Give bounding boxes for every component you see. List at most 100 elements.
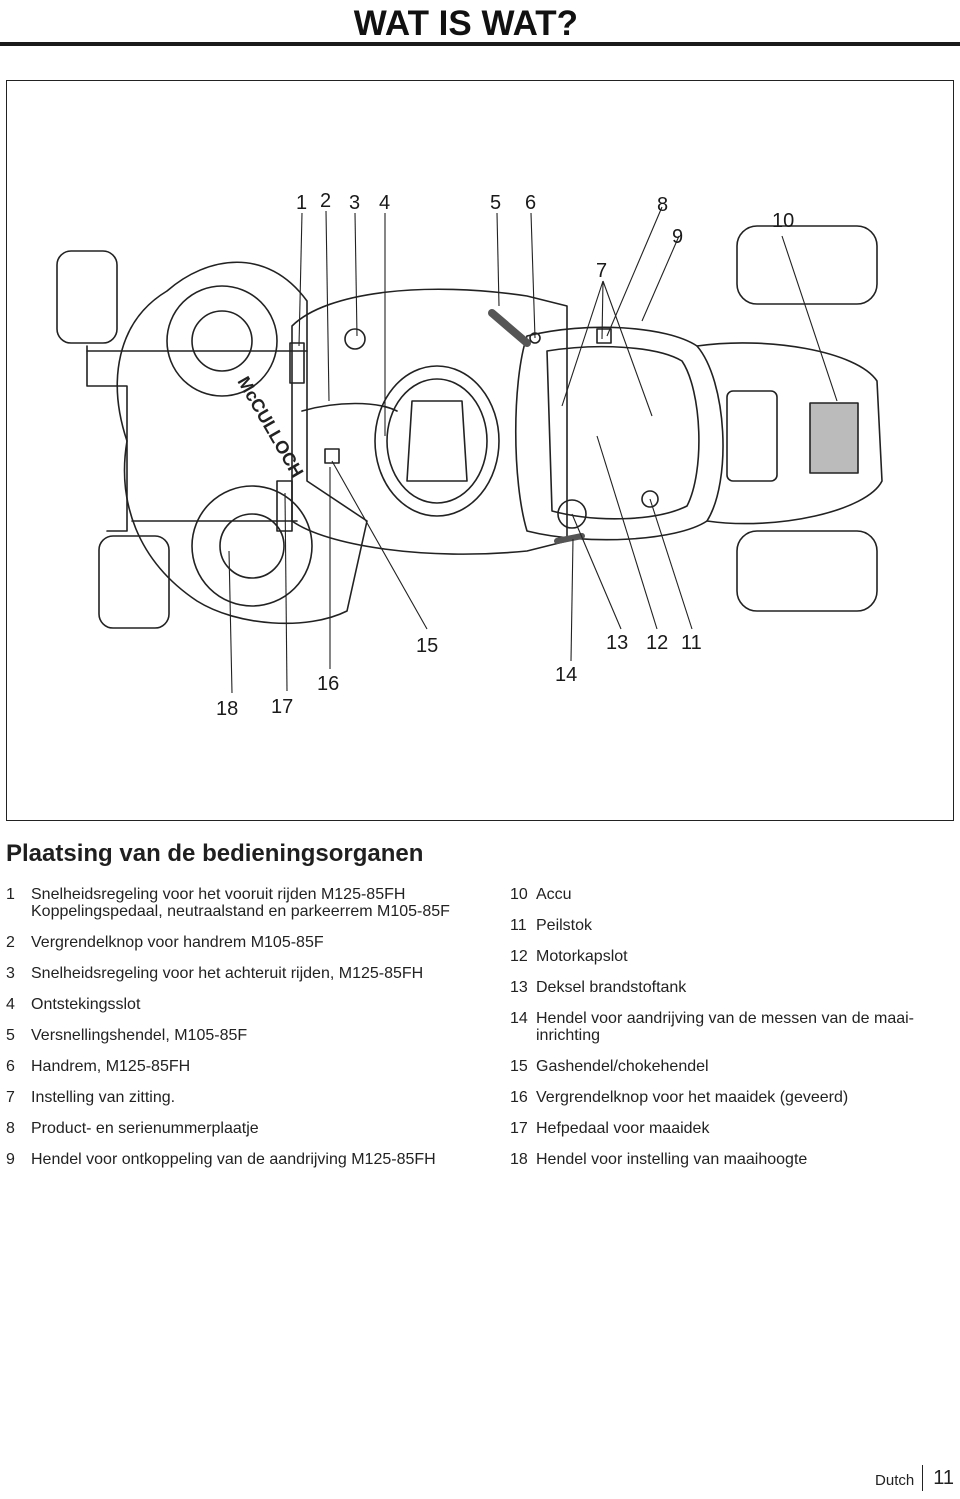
mower-diagram-figure: McCULLOCH 1 2 3 4 5 6 7 8 9 10 11 12 13 … bbox=[6, 80, 954, 821]
legend-right-column: 10 Accu 11 Peilstok 12 Motorkapslot 13 Dekse… bbox=[510, 886, 950, 1182]
legend-number: 2 bbox=[6, 934, 15, 951]
legend-text: Hefpedaal voor maaidek bbox=[536, 1120, 710, 1137]
mower-top-view-drawing: McCULLOCH 1 2 3 4 5 6 7 8 9 10 11 12 13 … bbox=[56, 190, 883, 720]
steering-hub bbox=[406, 400, 468, 482]
legend-item-10: 10 Accu bbox=[510, 886, 950, 903]
legend-text: Snelheidsregeling voor het vooruit rijde… bbox=[31, 886, 450, 920]
blade-housing-top bbox=[166, 285, 278, 397]
legend-text: Versnellingshendel, M105-85F bbox=[31, 1027, 248, 1044]
legend-item-8: 8 Product- en serienummerplaatje bbox=[6, 1120, 466, 1137]
chassis-contour bbox=[301, 402, 398, 412]
rear-grille bbox=[726, 390, 778, 482]
legend-text: Snelheidsregeling voor het achteruit rij… bbox=[31, 965, 424, 982]
callout-7: 7 bbox=[596, 260, 607, 282]
steering-wheel bbox=[374, 365, 500, 517]
legend-number: 15 bbox=[510, 1058, 528, 1075]
legend-number: 8 bbox=[6, 1120, 15, 1137]
legend-text: Handrem, M125-85FH bbox=[31, 1058, 191, 1075]
legend-number: 4 bbox=[6, 996, 15, 1013]
battery-plate bbox=[809, 402, 859, 474]
front-wheel-top bbox=[56, 250, 118, 344]
throttle-lever bbox=[324, 448, 340, 464]
callout-10: 10 bbox=[772, 210, 794, 232]
brand-logo: McCULLOCH bbox=[234, 373, 308, 481]
legend-item-1: 1 Snelheidsregeling voor het vooruit rijd… bbox=[6, 886, 466, 920]
legend-text: Vergrendelknop voor handrem M105-85F bbox=[31, 934, 324, 951]
callout-11: 11 bbox=[681, 632, 702, 654]
steering-wheel-inner bbox=[386, 378, 488, 504]
page-footer: Dutch 11 bbox=[875, 1465, 954, 1491]
legend-number: 12 bbox=[510, 948, 528, 965]
legend-item-11: 11 Peilstok bbox=[510, 917, 950, 934]
callout-6: 6 bbox=[525, 192, 536, 214]
callout-9: 9 bbox=[672, 226, 683, 248]
legend-item-16: 16 Vergrendelknop voor het maaidek (gevee… bbox=[510, 1089, 950, 1106]
page-header: WAT IS WAT? bbox=[0, 0, 960, 46]
speed-pedal-forward bbox=[289, 342, 305, 384]
chassis-body bbox=[291, 288, 568, 555]
legend-text: Motorkapslot bbox=[536, 948, 628, 965]
legend-number: 11 bbox=[510, 917, 527, 934]
legend-text: Accu bbox=[536, 886, 572, 903]
legend-text: Peilstok bbox=[536, 917, 593, 934]
callout-18: 18 bbox=[216, 698, 238, 720]
legend-item-14: 14 Hendel voor aandrijving van de messen … bbox=[510, 1010, 950, 1044]
legend-number: 7 bbox=[6, 1089, 15, 1106]
legend-text: Ontstekingsslot bbox=[31, 996, 141, 1013]
legend-number: 1 bbox=[6, 886, 15, 903]
callout-8: 8 bbox=[657, 194, 668, 216]
legend-number: 16 bbox=[510, 1089, 528, 1106]
rear-wheel-top bbox=[736, 225, 878, 305]
blade-spindle-bottom bbox=[219, 513, 285, 579]
legend-item-12: 12 Motorkapslot bbox=[510, 948, 950, 965]
gear-lever bbox=[488, 309, 531, 347]
legend-number: 5 bbox=[6, 1027, 15, 1044]
page-number: 11 bbox=[922, 1465, 954, 1491]
legend-text: Product- en serienummerplaatje bbox=[31, 1120, 259, 1137]
rear-hood bbox=[696, 342, 883, 525]
callout-13: 13 bbox=[606, 632, 628, 654]
legend-text: Hendel voor instelling van maaihoogte bbox=[536, 1151, 808, 1168]
legend-number: 6 bbox=[6, 1058, 15, 1075]
callout-leaders bbox=[228, 206, 838, 694]
mower-deck bbox=[116, 261, 368, 625]
legend-number: 17 bbox=[510, 1120, 528, 1137]
callout-3: 3 bbox=[349, 192, 360, 214]
callout-2: 2 bbox=[320, 190, 331, 212]
legend-text: Vergrendelknop voor het maaidek (geveerd… bbox=[536, 1089, 849, 1106]
footer-language: Dutch bbox=[875, 1472, 915, 1489]
section-heading: Plaatsing van de bedieningsorganen bbox=[6, 840, 424, 867]
legend-number: 3 bbox=[6, 965, 15, 982]
page-title: WAT IS WAT? bbox=[353, 4, 578, 43]
legend-item-18: 18 Hendel voor instelling van maaihoogte bbox=[510, 1151, 950, 1168]
legend-text: Hendel voor ontkoppeling van de aandrijv… bbox=[31, 1151, 436, 1168]
legend-item-3: 3 Snelheidsregeling voor het achteruit ri… bbox=[6, 965, 466, 982]
callout-16: 16 bbox=[317, 673, 339, 695]
legend-left-column: 1 Snelheidsregeling voor het vooruit rijd… bbox=[6, 886, 466, 1182]
callout-1: 1 bbox=[296, 192, 307, 214]
legend-item-5: 5 Versnellingshendel, M105-85F bbox=[6, 1027, 466, 1044]
blade-spindle-top bbox=[191, 310, 253, 372]
legend-number: 13 bbox=[510, 979, 528, 996]
callout-4: 4 bbox=[379, 192, 390, 214]
front-wheel-bottom bbox=[98, 535, 170, 629]
ignition-knob bbox=[344, 328, 366, 350]
front-axle-frame bbox=[86, 345, 128, 532]
legend-text: Deksel brandstoftank bbox=[536, 979, 687, 996]
serial-plate bbox=[596, 328, 612, 344]
legend-text: Instelling van zitting. bbox=[31, 1089, 176, 1106]
legend-text: Hendel voor aandrijving van de messen va… bbox=[536, 1010, 914, 1044]
dipstick bbox=[641, 490, 659, 508]
rear-wheel-bottom bbox=[736, 530, 878, 612]
blade-lever bbox=[554, 533, 585, 544]
callout-17: 17 bbox=[271, 696, 293, 718]
legend-item-6: 6 Handrem, M125-85FH bbox=[6, 1058, 466, 1075]
legend-number: 14 bbox=[510, 1010, 528, 1027]
legend-item-7: 7 Instelling van zitting. bbox=[6, 1089, 466, 1106]
legend-number: 10 bbox=[510, 886, 528, 903]
legend-number: 18 bbox=[510, 1151, 528, 1168]
callout-14: 14 bbox=[555, 664, 577, 686]
legend-item-4: 4 Ontstekingsslot bbox=[6, 996, 466, 1013]
